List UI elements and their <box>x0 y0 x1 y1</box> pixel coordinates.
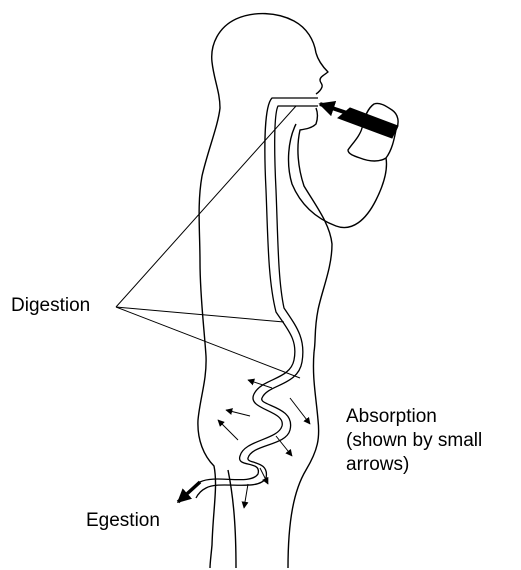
digestion-line-mouth <box>116 106 296 307</box>
back-leg <box>288 352 319 568</box>
digestion-label: Digestion <box>11 294 90 318</box>
chin-neck <box>298 108 332 352</box>
digestion-line-intestine <box>116 307 300 378</box>
gut-tube-inner <box>196 106 318 498</box>
absorption-arrow <box>276 436 292 456</box>
absorption-label-line-2: (shown by small <box>346 429 482 453</box>
absorption-arrow <box>218 420 238 440</box>
absorption-label-line-1: Absorption <box>346 405 482 429</box>
absorption-arrow <box>244 484 248 508</box>
face-profile <box>316 53 328 94</box>
egestion-arrow <box>178 482 200 502</box>
absorption-arrow <box>226 410 250 416</box>
ingestion-arrow <box>320 104 350 114</box>
egestion-label: Egestion <box>86 509 160 533</box>
arm <box>289 124 387 228</box>
absorption-arrow <box>290 398 310 424</box>
absorption-label-line-3: arrows) <box>346 453 482 477</box>
digestion-line-stomach <box>116 307 284 322</box>
absorption-label: Absorption (shown by small arrows) <box>346 405 482 477</box>
